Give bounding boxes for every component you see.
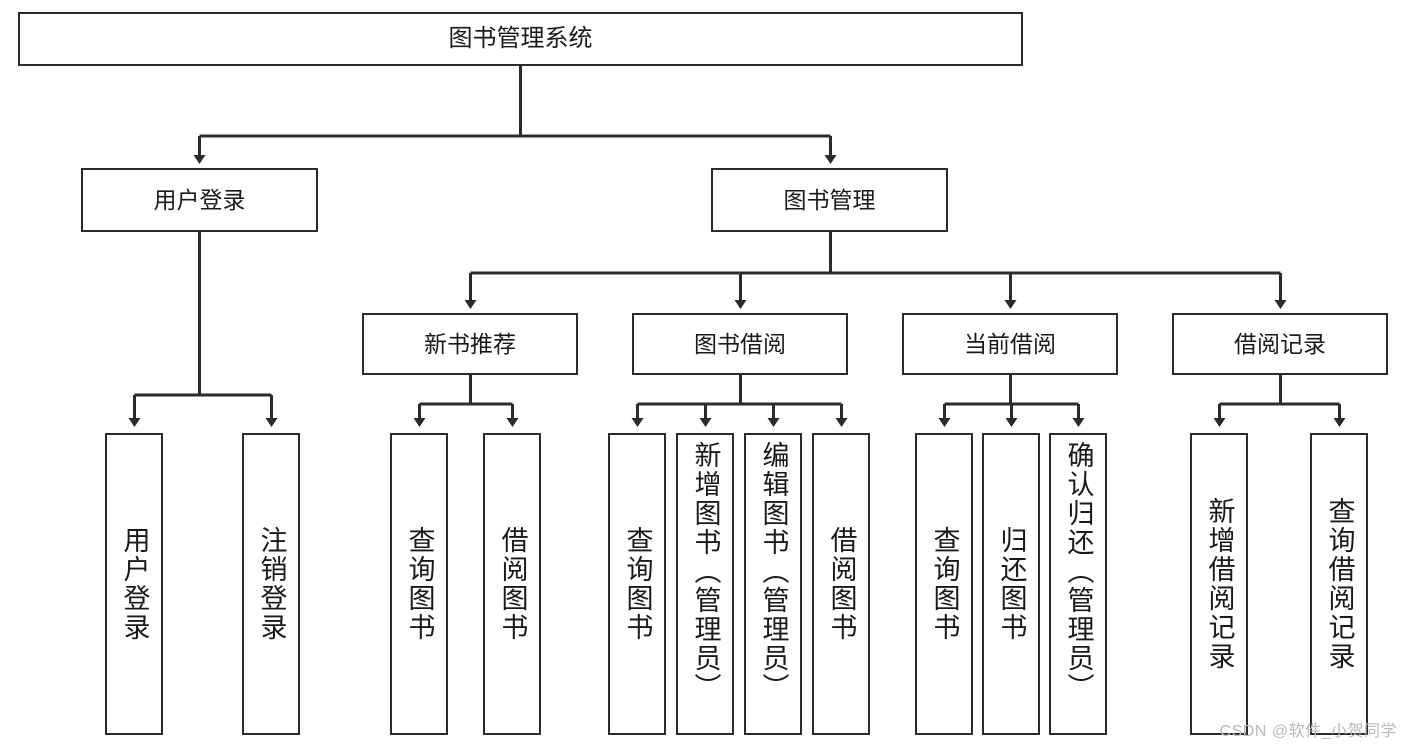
- node-label: 编辑图书（管理员）: [758, 441, 789, 702]
- node-label: 新书推荐: [424, 330, 516, 357]
- node-borrow-record[interactable]: 借阅记录: [1172, 313, 1388, 375]
- node-label: 借阅图书: [826, 526, 857, 642]
- node-leaf-borrow-book-2[interactable]: 借阅图书: [812, 433, 870, 735]
- node-label: 新增借阅记录: [1204, 497, 1235, 671]
- node-label: 用户登录: [119, 526, 150, 642]
- node-leaf-add-book[interactable]: 新增图书（管理员）: [676, 433, 734, 735]
- node-label: 查询图书: [404, 526, 435, 642]
- node-leaf-user-login[interactable]: 用户登录: [105, 433, 163, 735]
- node-new-book-recommend[interactable]: 新书推荐: [362, 313, 578, 375]
- node-root-book-management-system[interactable]: 图书管理系统: [18, 12, 1023, 66]
- node-current-borrow[interactable]: 当前借阅: [902, 313, 1118, 375]
- node-leaf-edit-book[interactable]: 编辑图书（管理员）: [744, 433, 802, 735]
- node-leaf-confirm-return[interactable]: 确认归还（管理员）: [1049, 433, 1107, 735]
- node-label: 查询借阅记录: [1324, 497, 1355, 671]
- node-label: 借阅图书: [497, 526, 528, 642]
- node-leaf-query-book-2[interactable]: 查询图书: [608, 433, 666, 735]
- node-label: 新增图书（管理员）: [690, 441, 721, 702]
- node-leaf-borrow-book-1[interactable]: 借阅图书: [483, 433, 541, 735]
- node-label: 当前借阅: [964, 330, 1056, 357]
- node-leaf-query-book-3[interactable]: 查询图书: [915, 433, 973, 735]
- node-label: 图书管理: [783, 186, 876, 213]
- node-label: 归还图书: [996, 526, 1027, 642]
- node-label: 确认归还（管理员）: [1063, 441, 1094, 702]
- node-leaf-logout[interactable]: 注销登录: [242, 433, 300, 735]
- node-book-management[interactable]: 图书管理: [711, 168, 948, 232]
- node-label: 图书管理系统: [448, 25, 593, 53]
- node-user-login[interactable]: 用户登录: [81, 168, 318, 232]
- node-label: 用户登录: [153, 186, 246, 213]
- node-leaf-return-book[interactable]: 归还图书: [982, 433, 1040, 735]
- node-label: 借阅记录: [1234, 330, 1326, 357]
- node-label: 查询图书: [929, 526, 960, 642]
- node-leaf-add-record[interactable]: 新增借阅记录: [1190, 433, 1248, 735]
- node-leaf-query-book-1[interactable]: 查询图书: [390, 433, 448, 735]
- node-book-borrow[interactable]: 图书借阅: [632, 313, 848, 375]
- node-label: 图书借阅: [694, 330, 786, 357]
- node-label: 查询图书: [622, 526, 653, 642]
- node-label: 注销登录: [256, 526, 287, 642]
- watermark-text: CSDN @软件_小贺同学: [1219, 723, 1397, 740]
- node-leaf-query-record[interactable]: 查询借阅记录: [1310, 433, 1368, 735]
